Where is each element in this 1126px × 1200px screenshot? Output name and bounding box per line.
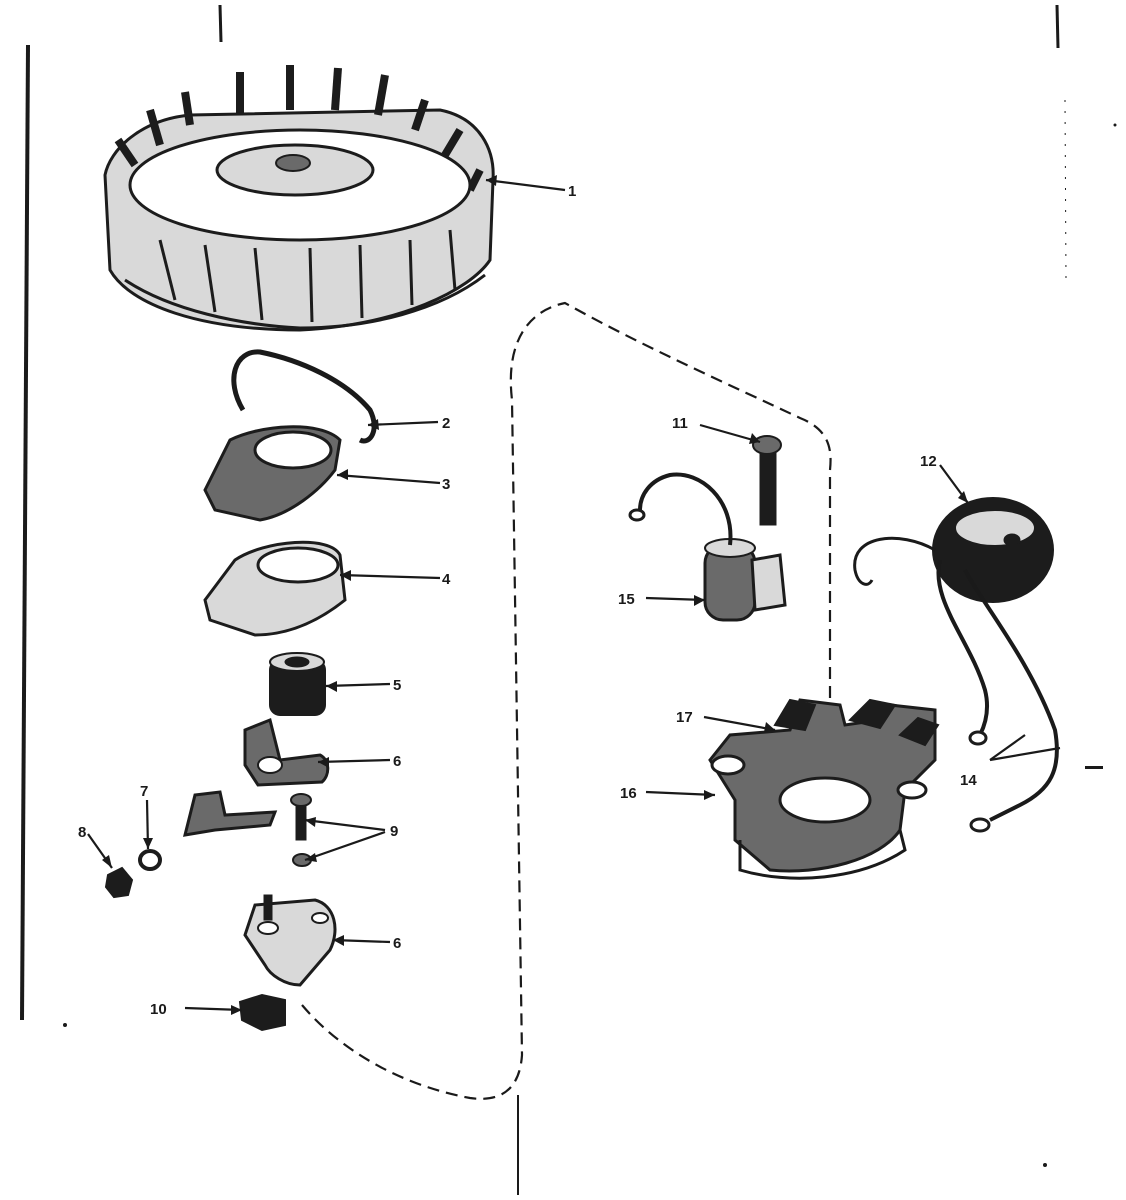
nut [104, 866, 134, 899]
callout-8: 8 [78, 824, 86, 841]
washer [138, 849, 162, 871]
breaker-arm [243, 717, 330, 787]
callout-16: 16 [620, 785, 637, 802]
screw [752, 435, 782, 526]
cam-wiper [238, 993, 286, 1032]
callout-6-arm: 6 [393, 753, 401, 770]
scan-specks [63, 123, 1117, 1167]
callout-9: 9 [390, 823, 398, 840]
ground-leads [963, 569, 1059, 833]
callout-labels: 1 2 3 4 5 6 7 8 9 6 10 11 12 15 17 16 14 [78, 183, 977, 1018]
callout-15: 15 [618, 591, 635, 608]
spring-clip [231, 349, 377, 444]
contact-bracket [182, 790, 278, 837]
callout-12: 12 [920, 453, 937, 470]
callout-2: 2 [442, 415, 450, 432]
callout-3: 3 [442, 476, 450, 493]
callout-6-plate: 6 [393, 935, 401, 952]
breaker-plate [243, 894, 337, 987]
assembly-boundary [301, 301, 832, 1100]
callout-17: 17 [676, 709, 693, 726]
condenser [628, 472, 787, 622]
leader-arrowheads [102, 175, 968, 1015]
gasket [203, 540, 347, 637]
bushing [269, 652, 326, 716]
callout-1: 1 [568, 183, 576, 200]
ignition-coil [853, 497, 1054, 746]
flywheel [103, 65, 495, 332]
callout-10: 10 [150, 1001, 167, 1018]
callout-4: 4 [442, 571, 451, 588]
callout-7: 7 [140, 783, 148, 800]
leader-lines [87, 178, 1061, 1012]
stator-assembly [708, 698, 940, 880]
callout-5: 5 [393, 677, 401, 694]
callout-11: 11 [672, 415, 688, 432]
callout-14: 14 [960, 772, 977, 789]
frame-lines [20, 4, 1067, 1195]
screw-pair [290, 793, 312, 867]
cover-plate [203, 425, 342, 522]
